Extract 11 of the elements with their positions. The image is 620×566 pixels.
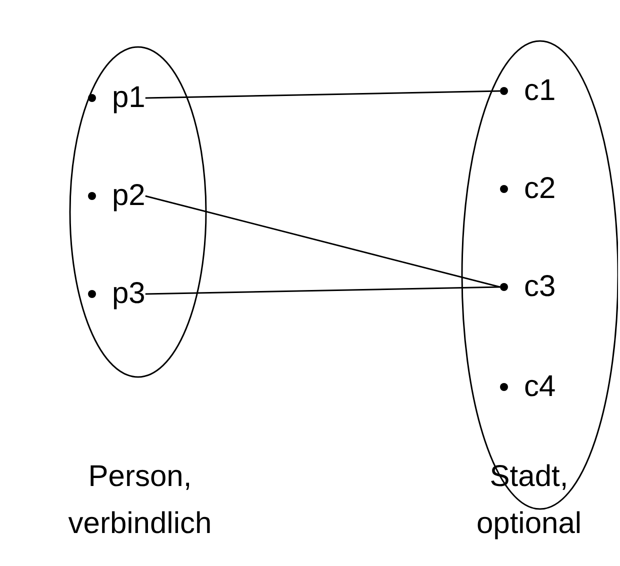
- element-label: c2: [524, 171, 556, 207]
- element-label: c4: [524, 369, 556, 405]
- element-label: p1: [112, 80, 146, 116]
- connector-line: [145, 286, 500, 295]
- element-label: c3: [524, 269, 556, 305]
- connector-line: [145, 90, 500, 99]
- element-label: p3: [112, 276, 146, 312]
- element-label: p2: [112, 178, 146, 214]
- connector-line: [145, 195, 500, 288]
- set-caption: Person, verbindlich: [67, 459, 213, 542]
- element-label: c1: [524, 73, 556, 109]
